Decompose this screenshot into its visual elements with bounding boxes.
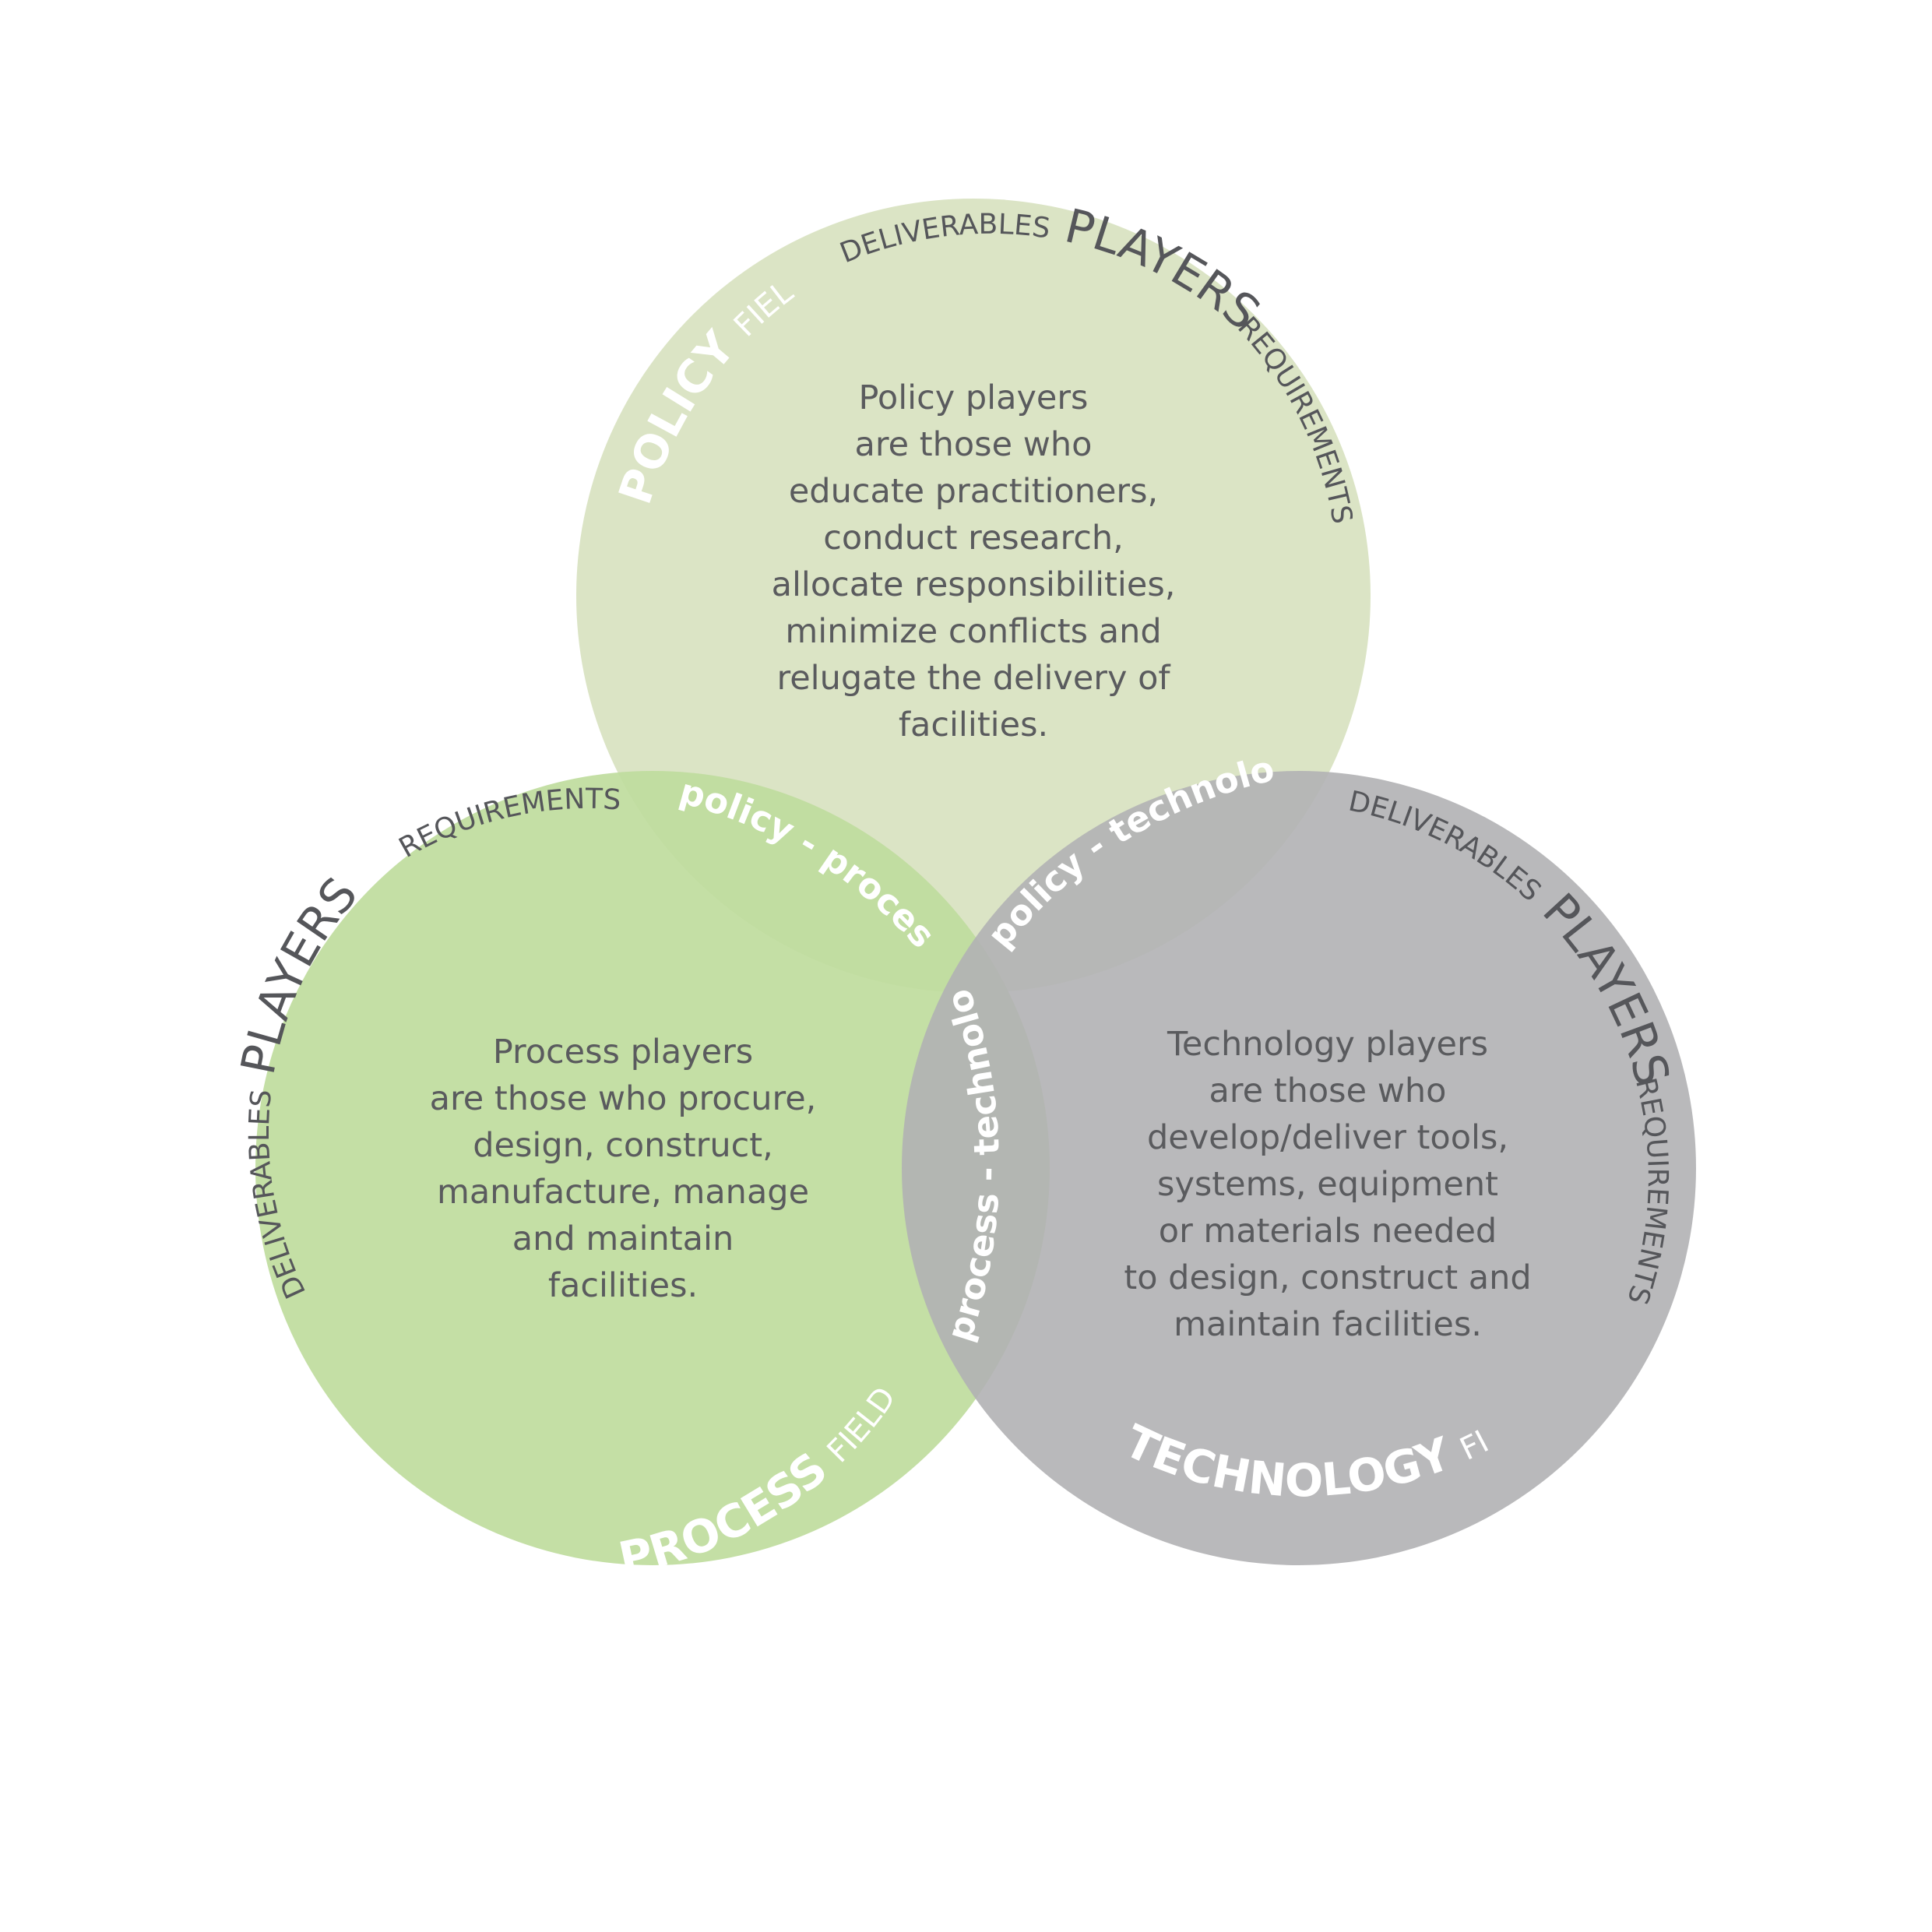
- policy-description: Policy players are those who educate pract…: [772, 378, 1176, 744]
- process-description-line: and maintain: [512, 1219, 734, 1258]
- technology-description-line: systems, equipment: [1157, 1165, 1498, 1204]
- process-description-line: Process players: [493, 1033, 753, 1072]
- process-description-line: facilities.: [548, 1266, 698, 1305]
- process-description: Process players are those who procure, des…: [430, 1033, 817, 1305]
- technology-description-line: or materials needed: [1159, 1212, 1497, 1251]
- technology-description-line: Technology players: [1167, 1025, 1488, 1064]
- technology-description-line: to design, construct and: [1124, 1258, 1531, 1297]
- policy-description-line: are those who: [855, 425, 1093, 464]
- process-description-line: are those who procure,: [430, 1079, 817, 1118]
- policy-description-line: Policy players: [859, 378, 1089, 417]
- process-description-line: design, construct,: [473, 1126, 773, 1165]
- policy-field-suffix: FIELD: [0, 0, 801, 344]
- policy-description-line: conduct research,: [823, 519, 1124, 558]
- technology-description-line: maintain facilities.: [1174, 1305, 1482, 1344]
- policy-field-label: POLICY FIELD: [0, 0, 801, 510]
- technology-description: Technology players are those who develop/d…: [1124, 1025, 1531, 1344]
- policy-description-line: relugate the delivery of: [776, 659, 1170, 698]
- technology-description-line: are those who: [1209, 1072, 1447, 1110]
- policy-description-line: educate practitioners,: [789, 472, 1158, 511]
- technology-circle: [902, 771, 1696, 1565]
- process-description-line: manufacture, manage: [437, 1173, 809, 1212]
- process-circle: [255, 771, 1050, 1565]
- policy-description-line: allocate responsibilities,: [772, 565, 1176, 604]
- policy-description-line: minimize conflicts and: [785, 612, 1161, 651]
- technology-description-line: develop/deliver tools,: [1147, 1118, 1508, 1157]
- policy-description-line: facilities.: [899, 706, 1048, 744]
